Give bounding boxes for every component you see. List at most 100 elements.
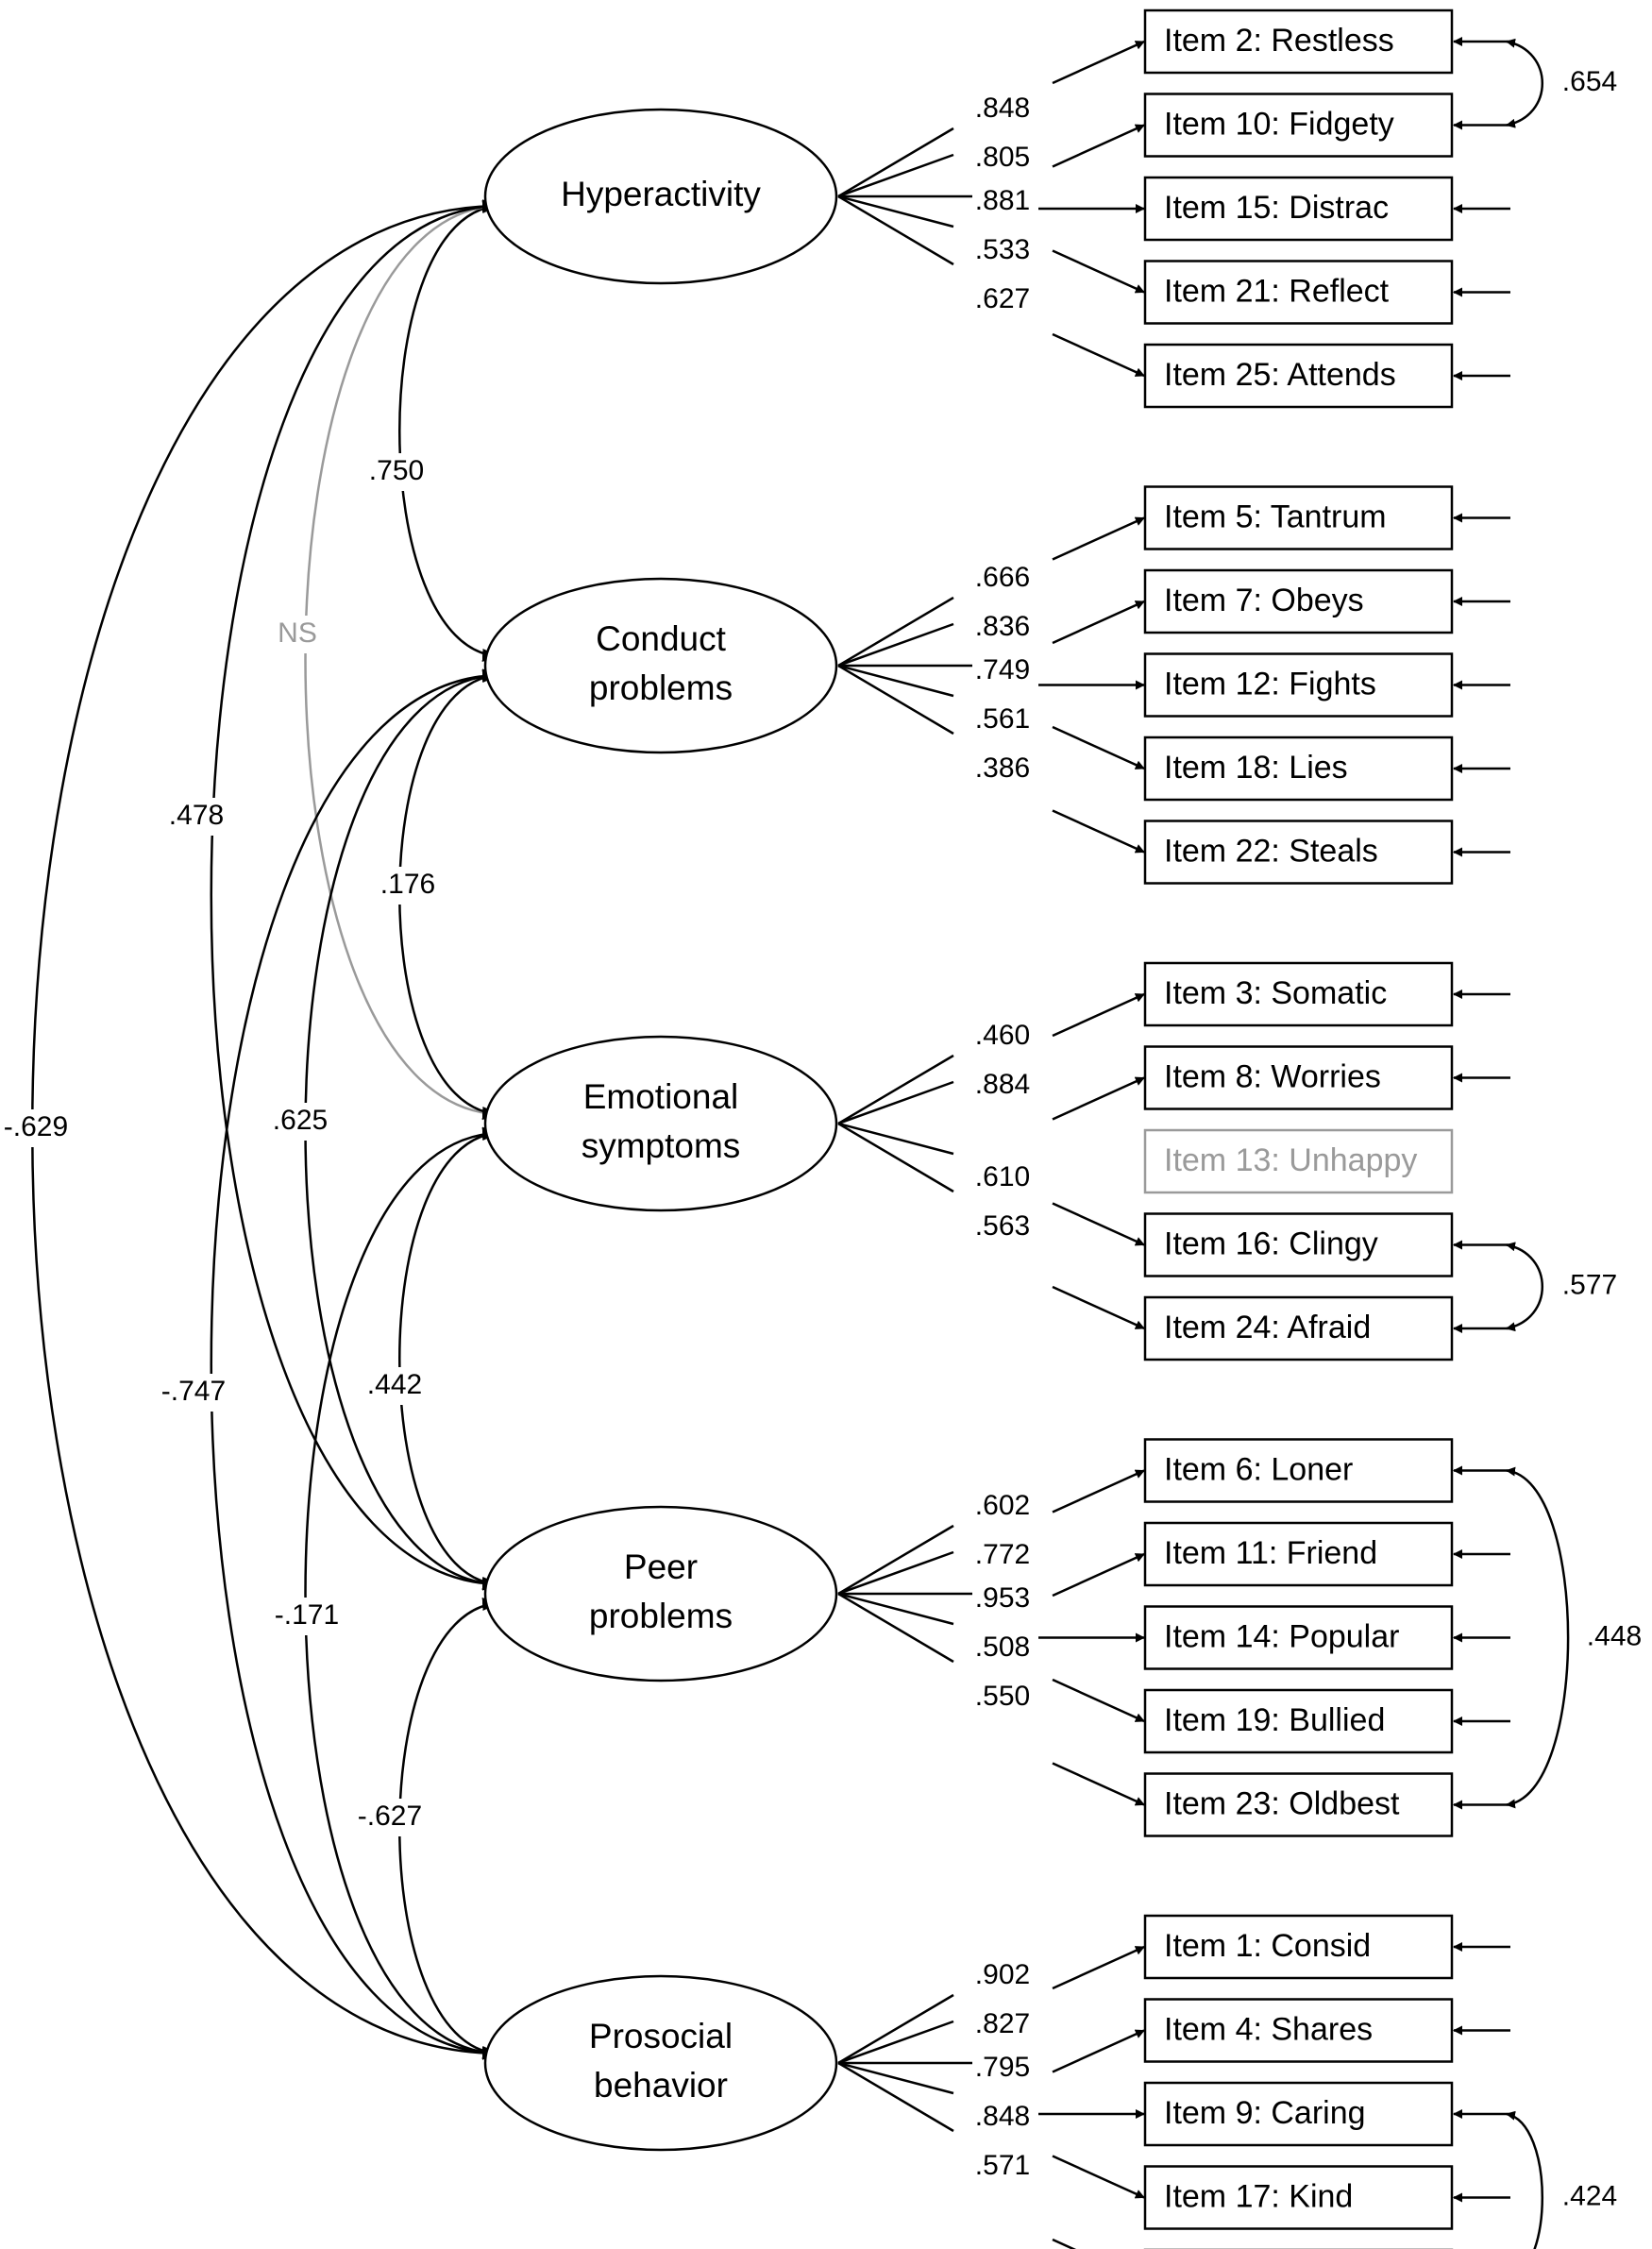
loading-arrow <box>1052 1076 1145 1121</box>
item-box-item-18-lies: Item 18: Lies <box>1143 736 1454 802</box>
loading-value: .848 <box>975 2101 1030 2132</box>
factor-ellipse <box>483 1505 838 1683</box>
loading-arrow <box>1052 2238 1077 2249</box>
loading-value: .666 <box>975 562 1030 593</box>
residual-correlation-arc <box>1506 2110 1543 2249</box>
item-box-item-9-caring: Item 9: Caring <box>1143 2081 1454 2147</box>
loading-value: .836 <box>975 611 1030 642</box>
coefficient-labels: .750NS.478-.629.176.625-.747.442-.171-.6… <box>4 66 1642 2211</box>
item-rect <box>1143 1688 1454 1754</box>
loading-arrow <box>1052 332 1145 378</box>
loading-arrow <box>1052 809 1145 854</box>
item-box-item-1-consid: Item 1: Consid <box>1143 1914 1454 1980</box>
residual-correlation-arc <box>1506 38 1544 128</box>
loading-arrow <box>1052 516 1145 561</box>
item-rect <box>1143 568 1454 634</box>
factor-label: Emotional <box>583 1077 739 1116</box>
item-rect <box>1143 1914 1454 1980</box>
loading-value: .827 <box>975 2008 1030 2039</box>
item-rect <box>1143 1605 1454 1670</box>
loading-value: .884 <box>975 1069 1030 1100</box>
residual-arrows <box>1453 37 1570 2249</box>
item-label: Item 15: Distrac <box>1164 190 1389 226</box>
loading-value: .550 <box>975 1681 1030 1712</box>
loading-value: .772 <box>975 1539 1030 1570</box>
correlation-value: -.171 <box>275 1599 339 1631</box>
loading-path <box>837 1524 954 1596</box>
loading-path <box>837 1592 954 1626</box>
loading-value: .610 <box>975 1161 1030 1192</box>
loading-path <box>837 622 954 668</box>
item-label: Item 7: Obeys <box>1164 583 1364 618</box>
item-label: Item 5: Tantrum <box>1164 499 1387 534</box>
loading-value: .902 <box>975 1959 1030 1990</box>
item-box-item-6-loner: Item 6: Loner <box>1143 1438 1454 1503</box>
correlation-value: .625 <box>273 1105 328 1136</box>
item-rect <box>1143 1128 1454 1194</box>
loading-arrow <box>1052 124 1145 168</box>
correlation-arc <box>210 668 499 2060</box>
factor-ellipse <box>483 108 838 285</box>
correlation-value: NS <box>278 617 317 649</box>
correlation-value: .176 <box>380 869 435 900</box>
item-rect <box>1143 1772 1454 1837</box>
loading-path <box>837 1122 954 1193</box>
item-box-item-17-kind: Item 17: Kind <box>1143 2165 1454 2230</box>
item-label: Item 12: Fights <box>1164 666 1376 702</box>
loading-path <box>837 664 954 698</box>
item-box-item-23-oldbest: Item 23: Oldbest <box>1143 1772 1454 1837</box>
factor-ellipse <box>483 1035 838 1212</box>
loading-value: .561 <box>975 703 1030 735</box>
item-rect <box>1143 2165 1454 2230</box>
item-label: Item 19: Bullied <box>1164 1702 1385 1738</box>
residual-correlation-value: .448 <box>1587 1620 1642 1651</box>
item-box-item-8-worries: Item 8: Worries <box>1143 1045 1454 1110</box>
factor-label: Conduct <box>596 619 727 658</box>
loading-value: .460 <box>975 1020 1030 1051</box>
factor-label: Peer <box>624 1547 698 1586</box>
factor-label: problems <box>589 668 733 707</box>
item-label: Item 16: Clingy <box>1164 1226 1378 1261</box>
loading-path <box>837 1993 954 2065</box>
item-rect <box>1143 652 1454 718</box>
loading-path <box>837 1592 954 1664</box>
item-label: Item 2: Restless <box>1164 23 1394 59</box>
correlation-arc <box>398 200 499 662</box>
residual-correlation-value: .577 <box>1562 1270 1617 1301</box>
item-rect <box>1143 1295 1454 1361</box>
item-rect <box>1143 961 1454 1027</box>
correlation-value: -.629 <box>4 1111 68 1142</box>
loading-arrow <box>1052 1202 1145 1246</box>
correlation-arc <box>304 199 499 1121</box>
loading-arrow <box>1052 1552 1145 1598</box>
correlation-arc <box>398 1127 499 1590</box>
loading-value: .508 <box>975 1632 1030 1663</box>
factor-loadings <box>837 40 1145 2249</box>
item-box-item-21-reflect: Item 21: Reflect <box>1143 260 1454 325</box>
item-label: Item 10: Fidgety <box>1164 106 1394 142</box>
item-box-item-5-tantrum: Item 5: Tantrum <box>1143 485 1454 550</box>
item-label: Item 17: Kind <box>1164 2178 1353 2214</box>
item-box-item-10-fidgety: Item 10: Fidgety <box>1143 93 1454 158</box>
factor-ellipse <box>483 1974 838 2152</box>
loading-path <box>837 1550 954 1596</box>
residual-correlation-arc <box>1506 1466 1570 1809</box>
item-label: Item 3: Somatic <box>1164 975 1387 1011</box>
loading-value: .749 <box>975 654 1030 685</box>
loading-arrow <box>1052 1285 1145 1330</box>
loading-path <box>837 664 954 736</box>
item-box-item-16-clingy: Item 16: Clingy <box>1143 1212 1454 1277</box>
loading-path <box>837 153 954 198</box>
item-label: Item 13: Unhappy <box>1164 1142 1417 1178</box>
factor-label: Hyperactivity <box>561 175 761 213</box>
item-box-item-12-fights: Item 12: Fights <box>1143 652 1454 718</box>
item-label: Item 18: Lies <box>1164 750 1348 786</box>
item-rect <box>1143 820 1454 885</box>
factor-conduct-problems: Conduct problems <box>483 577 838 754</box>
factor-label: Prosocial <box>589 2017 733 2055</box>
loading-value: .627 <box>975 283 1030 314</box>
item-rect <box>1143 485 1454 550</box>
